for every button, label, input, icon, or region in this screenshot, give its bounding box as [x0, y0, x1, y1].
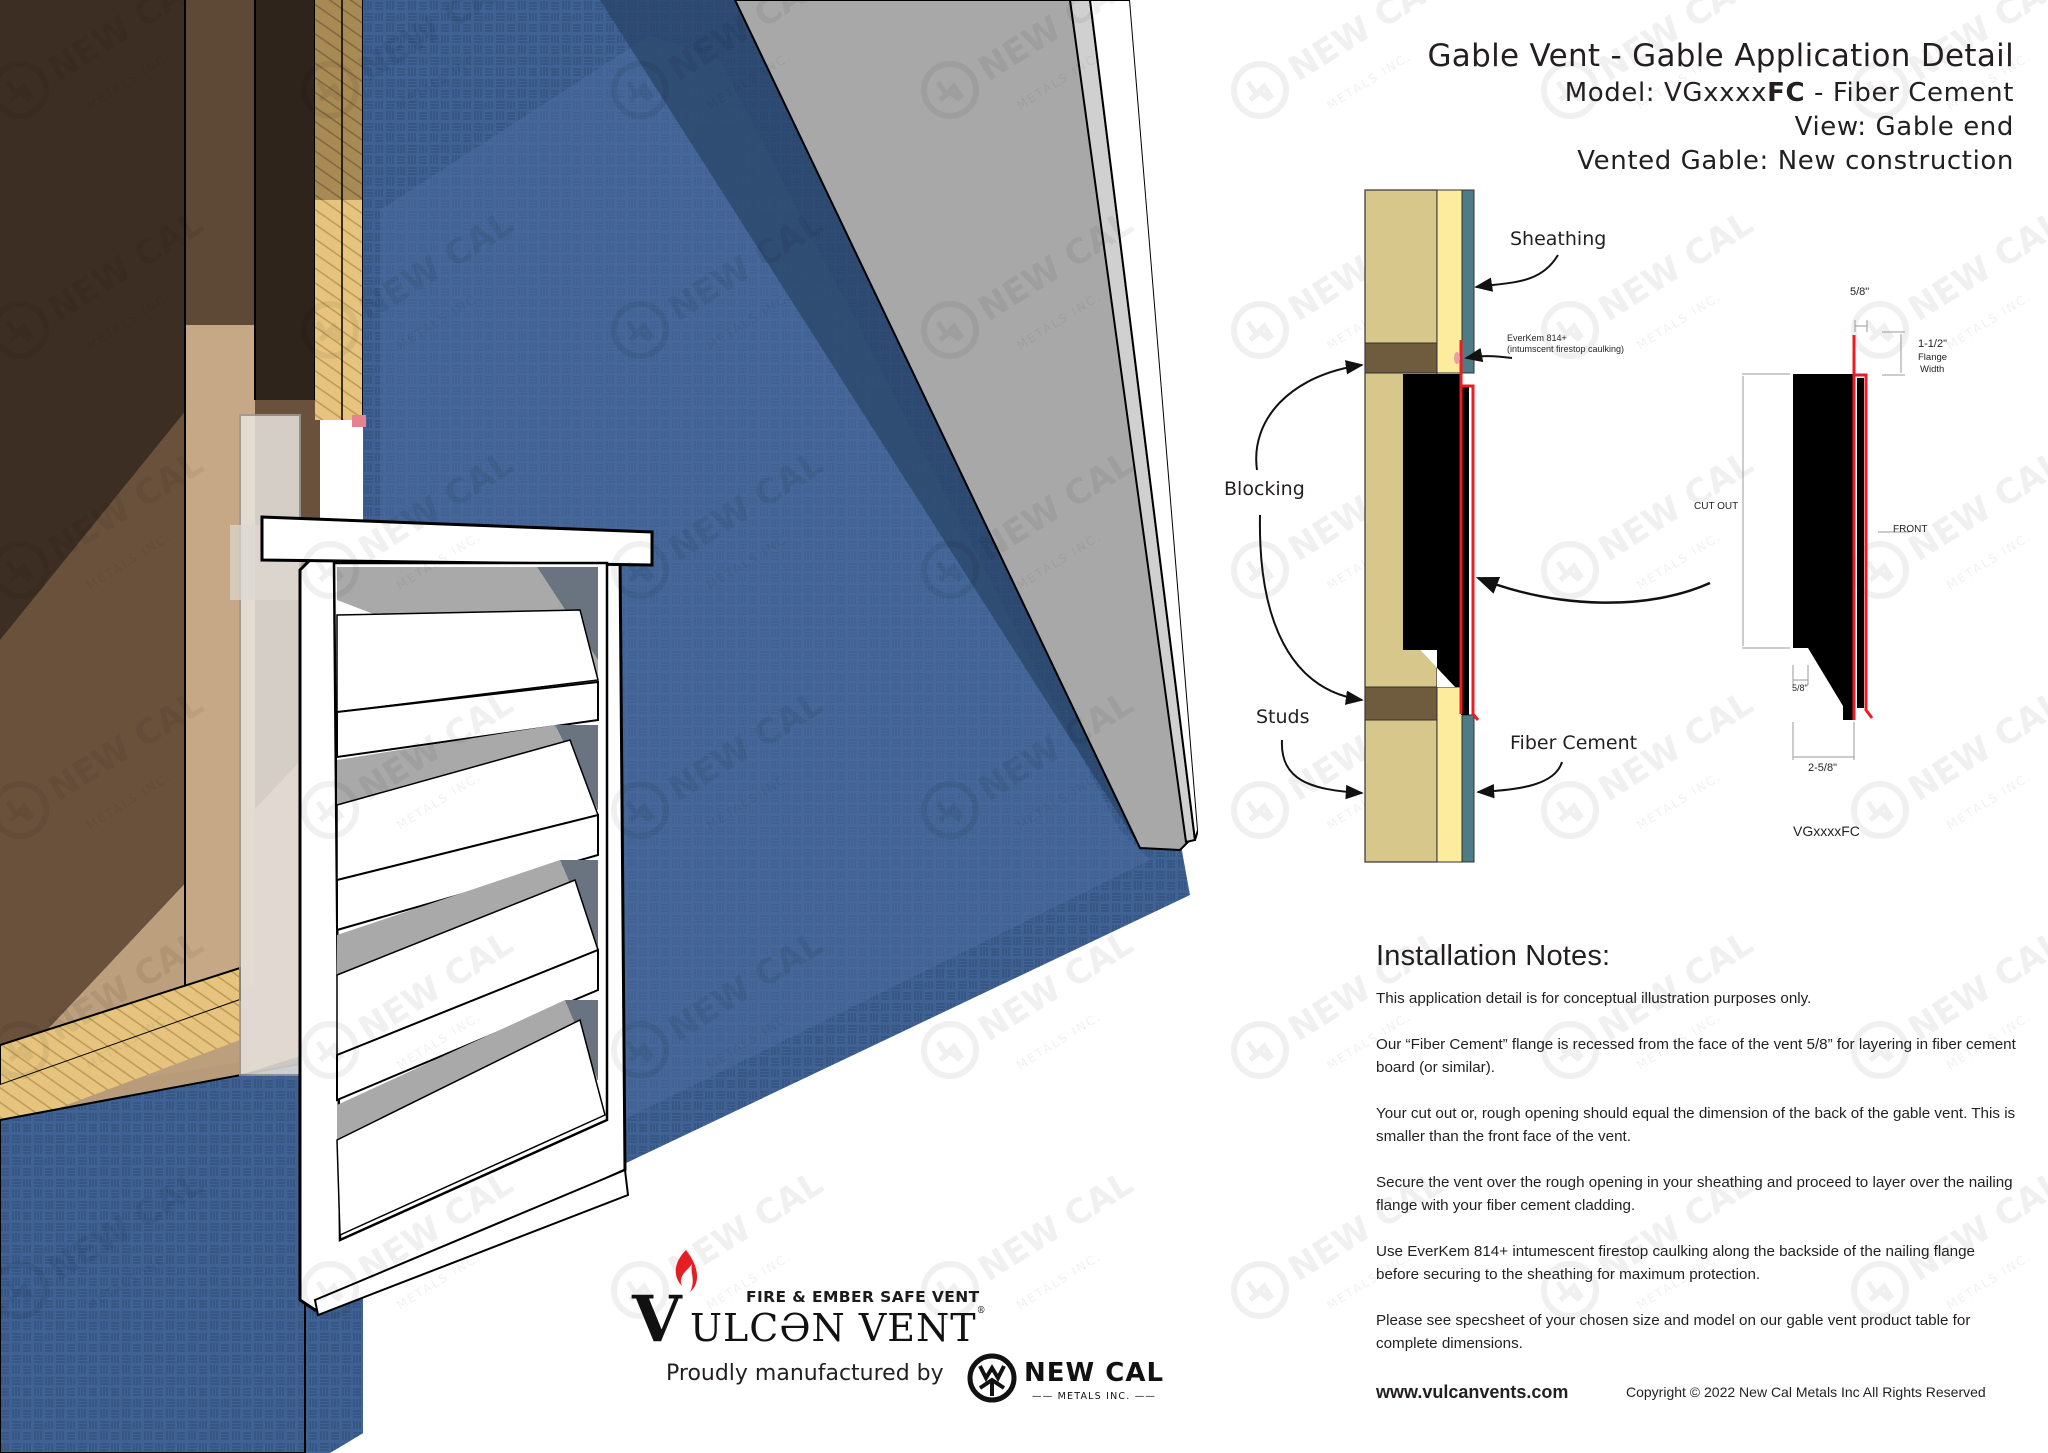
copyright-text: Copyright © 2022 New Cal Metals Inc All … — [1626, 1384, 1986, 1400]
label-studs: Studs — [1256, 706, 1310, 728]
dim-bottom-5-8: 5/8" — [1792, 683, 1808, 693]
dim-flange-label-2: Width — [1920, 364, 1945, 375]
vulcan-vent-branding: FIRE & EMBER SAFE VENT V ULCƏN VENT® Pro… — [628, 1248, 1188, 1448]
vent-louver — [260, 515, 654, 1317]
label-caulk-line2: (intumscent firestop caulking) — [1507, 344, 1625, 354]
new-cal-logo-icon — [967, 1353, 1017, 1403]
dim-top-5-8: 5/8" — [1850, 286, 1870, 298]
page-title: Gable Vent - Gable Application Detail — [1427, 38, 2014, 74]
website-link[interactable]: www.vulcanvents.com — [1376, 1382, 1569, 1402]
installation-notes: Installation Notes: This application det… — [1376, 940, 2016, 1378]
note-paragraph: This application detail is for conceptua… — [1376, 990, 1812, 1007]
vented-gable-line: Vented Gable: New construction — [1577, 146, 2014, 176]
brand-name: ULCƏN VENT® — [690, 1306, 987, 1350]
model-line: Model: VGxxxxFC - Fiber Cement — [1564, 78, 2014, 108]
dim-cut-out: CUT OUT — [1694, 501, 1739, 512]
note-paragraph: Our “Fiber Cement” flange is recessed fr… — [1376, 1036, 2016, 1076]
dim-flange-width: 1-1/2" — [1918, 338, 1947, 350]
flame-icon — [675, 1250, 698, 1292]
note-paragraph: Secure the vent over the rough opening i… — [1376, 1174, 2013, 1214]
brand-tagline: FIRE & EMBER SAFE VENT — [746, 1288, 980, 1306]
company-subtitle: —— METALS INC. —— — [1032, 1391, 1157, 1402]
brand-logo-v: V — [632, 1282, 682, 1357]
gable-vent-3d-illustration — [0, 0, 1240, 1453]
vent-model-caption: VGxxxxFC — [1793, 823, 1860, 839]
note-paragraph: Your cut out or, rough opening should eq… — [1376, 1105, 2016, 1145]
note-paragraph: Please see specsheet of your chosen size… — [1376, 1312, 1971, 1352]
dim-front: FRONT — [1893, 524, 1928, 535]
label-sheathing: Sheathing — [1510, 228, 1607, 250]
title-block: Gable Vent - Gable Application Detail Mo… — [1427, 36, 2014, 178]
notes-heading: Installation Notes: — [1376, 940, 1611, 972]
section-detail-drawing — [1255, 189, 1910, 863]
made-by-text: Proudly manufactured by — [666, 1361, 944, 1386]
note-paragraph: Use EverKem 814+ intumescent firestop ca… — [1376, 1243, 1976, 1283]
dim-depth: 2-5/8" — [1808, 762, 1837, 774]
dim-flange-label-1: Flange — [1918, 352, 1948, 363]
view-line: View: Gable end — [1794, 112, 2014, 142]
company-name: NEW CAL — [1024, 1358, 1165, 1388]
label-blocking: Blocking — [1224, 478, 1305, 500]
label-caulk-line1: EverKem 814+ — [1507, 333, 1567, 343]
label-fiber-cement: Fiber Cement — [1510, 732, 1638, 754]
